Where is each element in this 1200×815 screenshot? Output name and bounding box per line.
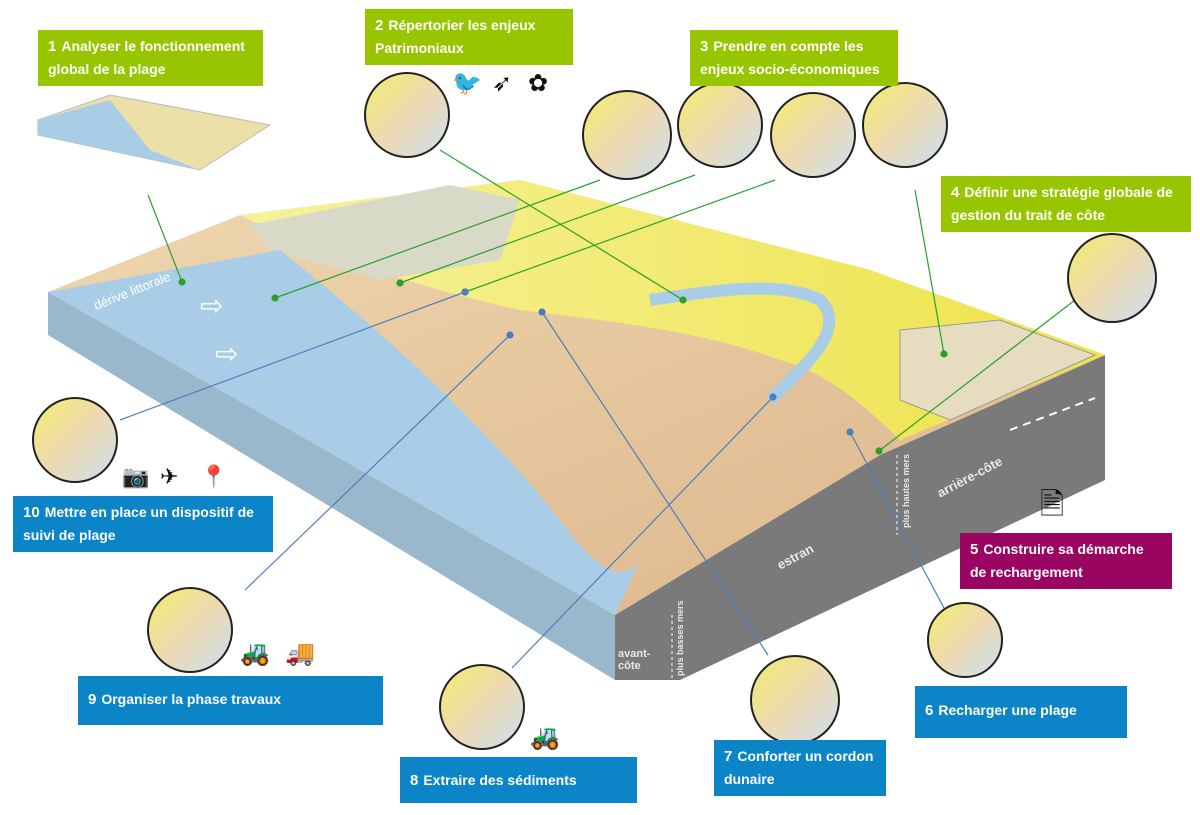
- swallow-icon: ➶: [492, 70, 513, 97]
- step-text: Répertorier les enjeux Patrimoniaux: [375, 17, 536, 56]
- step-text: Organiser la phase travaux: [101, 691, 282, 707]
- sea: [48, 250, 640, 615]
- step-number: 10: [23, 504, 40, 521]
- drone-icon: ✈: [160, 464, 179, 489]
- step-text: Mettre en place un dispositif de suivi d…: [23, 504, 254, 543]
- step-text: Définir une stratégie globale de gestion…: [951, 184, 1173, 223]
- step-number: 2: [375, 17, 384, 34]
- step-text: Recharger une plage: [938, 702, 1077, 718]
- river: [649, 282, 836, 405]
- step-number: 7: [724, 748, 733, 765]
- arrow-icon: ⇨: [215, 338, 239, 369]
- blue-leader-lines: [119, 288, 945, 669]
- step-text: Prendre en compte les enjeux socio-écono…: [700, 38, 880, 77]
- step-text: Conforter un cordon dunaire: [724, 748, 874, 787]
- campsite-area: [250, 185, 520, 280]
- thumbnail-circles: [32, 72, 1157, 750]
- arrow-icon: ⇨: [200, 290, 224, 321]
- green-leader-lines: [147, 149, 1076, 455]
- plus-basses-mers-label: plus basses mers: [675, 600, 685, 676]
- dump-truck-icon: 🚚: [285, 640, 315, 667]
- step-text: Extraire des sédiments: [423, 772, 577, 788]
- plus-hautes-mers-label: plus hautes mers: [901, 453, 911, 528]
- location-pin-icon: 📍: [200, 464, 228, 489]
- step-number: 4: [951, 184, 960, 201]
- block-front-side: [615, 355, 1105, 680]
- fields: [899, 319, 1097, 421]
- step-number: 8: [410, 772, 419, 789]
- step-text: Analyser le fonctionnement global de la …: [48, 38, 245, 77]
- step-number: 5: [970, 541, 979, 558]
- step-number: 9: [88, 691, 97, 708]
- excavator-icon: 🚜: [530, 724, 560, 751]
- step-number: 1: [48, 38, 57, 55]
- camera-icon: 📷: [122, 464, 150, 489]
- document-icon: 🗎: [1040, 488, 1065, 521]
- step-number: 3: [700, 38, 709, 55]
- excavator-icon: 🚜: [240, 640, 270, 667]
- avant-cote-label: avant-côte: [618, 648, 651, 673]
- step-text: Construire sa démarche de rechargement: [970, 541, 1144, 580]
- block-left-side: [48, 292, 615, 680]
- flower-icon: ✿: [528, 70, 549, 97]
- step-number: 6: [925, 702, 934, 719]
- bird-icon: 🐦: [452, 70, 482, 97]
